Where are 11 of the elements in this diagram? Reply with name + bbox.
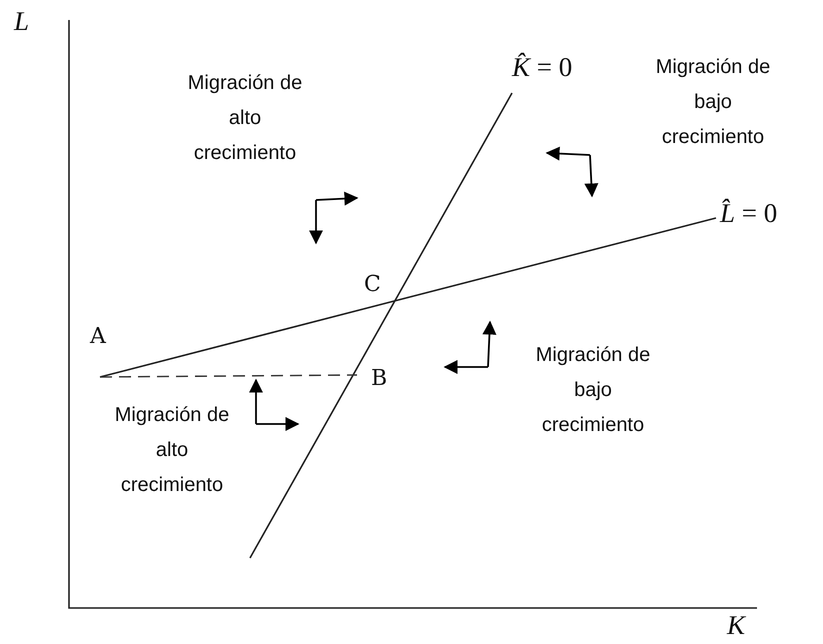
region-label: Migración de alto crecimiento: [186, 71, 304, 166]
axis-label: K: [727, 610, 746, 641]
axis-label: L: [14, 6, 30, 37]
curve-label: L̂ = 0: [720, 198, 778, 229]
point-label: C: [364, 272, 381, 297]
region-label: Migración de bajo crecimiento: [654, 55, 772, 150]
curve-label: K̂ = 0: [512, 52, 572, 83]
point-label: B: [371, 366, 388, 391]
region-label: Migración de alto crecimiento: [114, 403, 230, 498]
region-label: Migración de bajo crecimiento: [534, 343, 652, 438]
point-label: A: [90, 324, 106, 349]
